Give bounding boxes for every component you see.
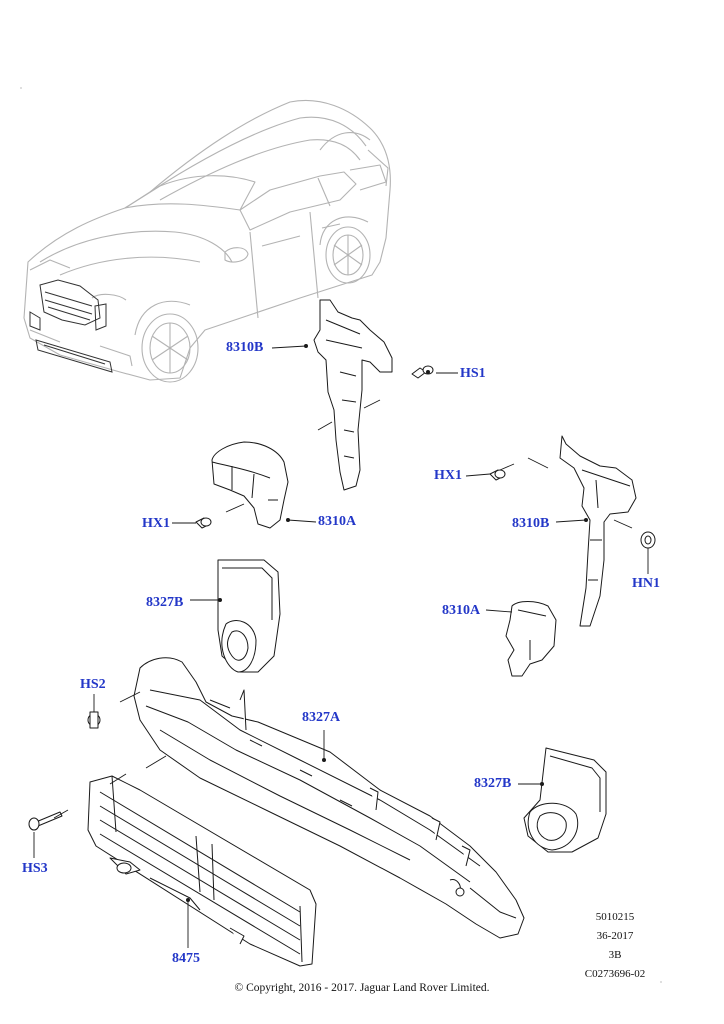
vehicle-grille-highlight (29, 279, 113, 373)
callout-HS2[interactable]: HS2 (80, 677, 106, 692)
illustration-code: C0273696-02 (584, 968, 646, 980)
callout-HS3[interactable]: HS3 (22, 861, 48, 876)
part-8310B-right (559, 435, 637, 627)
callout-8327B-right[interactable]: 8327B (474, 776, 512, 791)
callout-8310B-upper[interactable]: 8310B (226, 340, 264, 355)
vehicle-illustration (23, 99, 391, 383)
callout-8327A[interactable]: 8327A (302, 710, 341, 725)
corner-marks (20, 87, 662, 983)
callout-8475[interactable]: 8475 (172, 951, 200, 966)
part-8310B-upper (313, 299, 393, 491)
fastener-HX1-left (195, 517, 212, 529)
callout-HN1[interactable]: HN1 (632, 576, 660, 591)
part-8475 (87, 775, 317, 967)
callout-HS1[interactable]: HS1 (460, 366, 486, 381)
part-8327A (133, 657, 525, 939)
part-8327B-right (523, 747, 607, 853)
copyright-notice: © Copyright, 2016 - 2017. Jaguar Land Ro… (234, 982, 490, 994)
fastener-HN1 (640, 531, 656, 549)
part-8310A-right (505, 601, 557, 677)
drawing-date: 36-2017 (596, 930, 634, 942)
leader-dots (186, 344, 588, 902)
leader-lines (33, 345, 649, 948)
callout-HX1-left[interactable]: HX1 (142, 516, 170, 531)
callout-8310A-right[interactable]: 8310A (442, 603, 481, 618)
part-8327B-left (217, 559, 281, 673)
fastener-HS2 (87, 711, 101, 729)
drawing-revision: 3B (608, 949, 622, 961)
drawing-number: 5010215 (595, 911, 635, 923)
drawing-reference-block: 5010215 36-2017 3B C0273696-02 (570, 908, 660, 984)
callout-8327B-left[interactable]: 8327B (146, 595, 184, 610)
part-8310A-left (211, 441, 289, 529)
fastener-HX1-right (489, 469, 506, 481)
callout-8310A-left[interactable]: 8310A (318, 514, 357, 529)
callout-HX1-right[interactable]: HX1 (434, 468, 462, 483)
fastener-HS3 (28, 811, 63, 831)
callout-8310B-right[interactable]: 8310B (512, 516, 550, 531)
